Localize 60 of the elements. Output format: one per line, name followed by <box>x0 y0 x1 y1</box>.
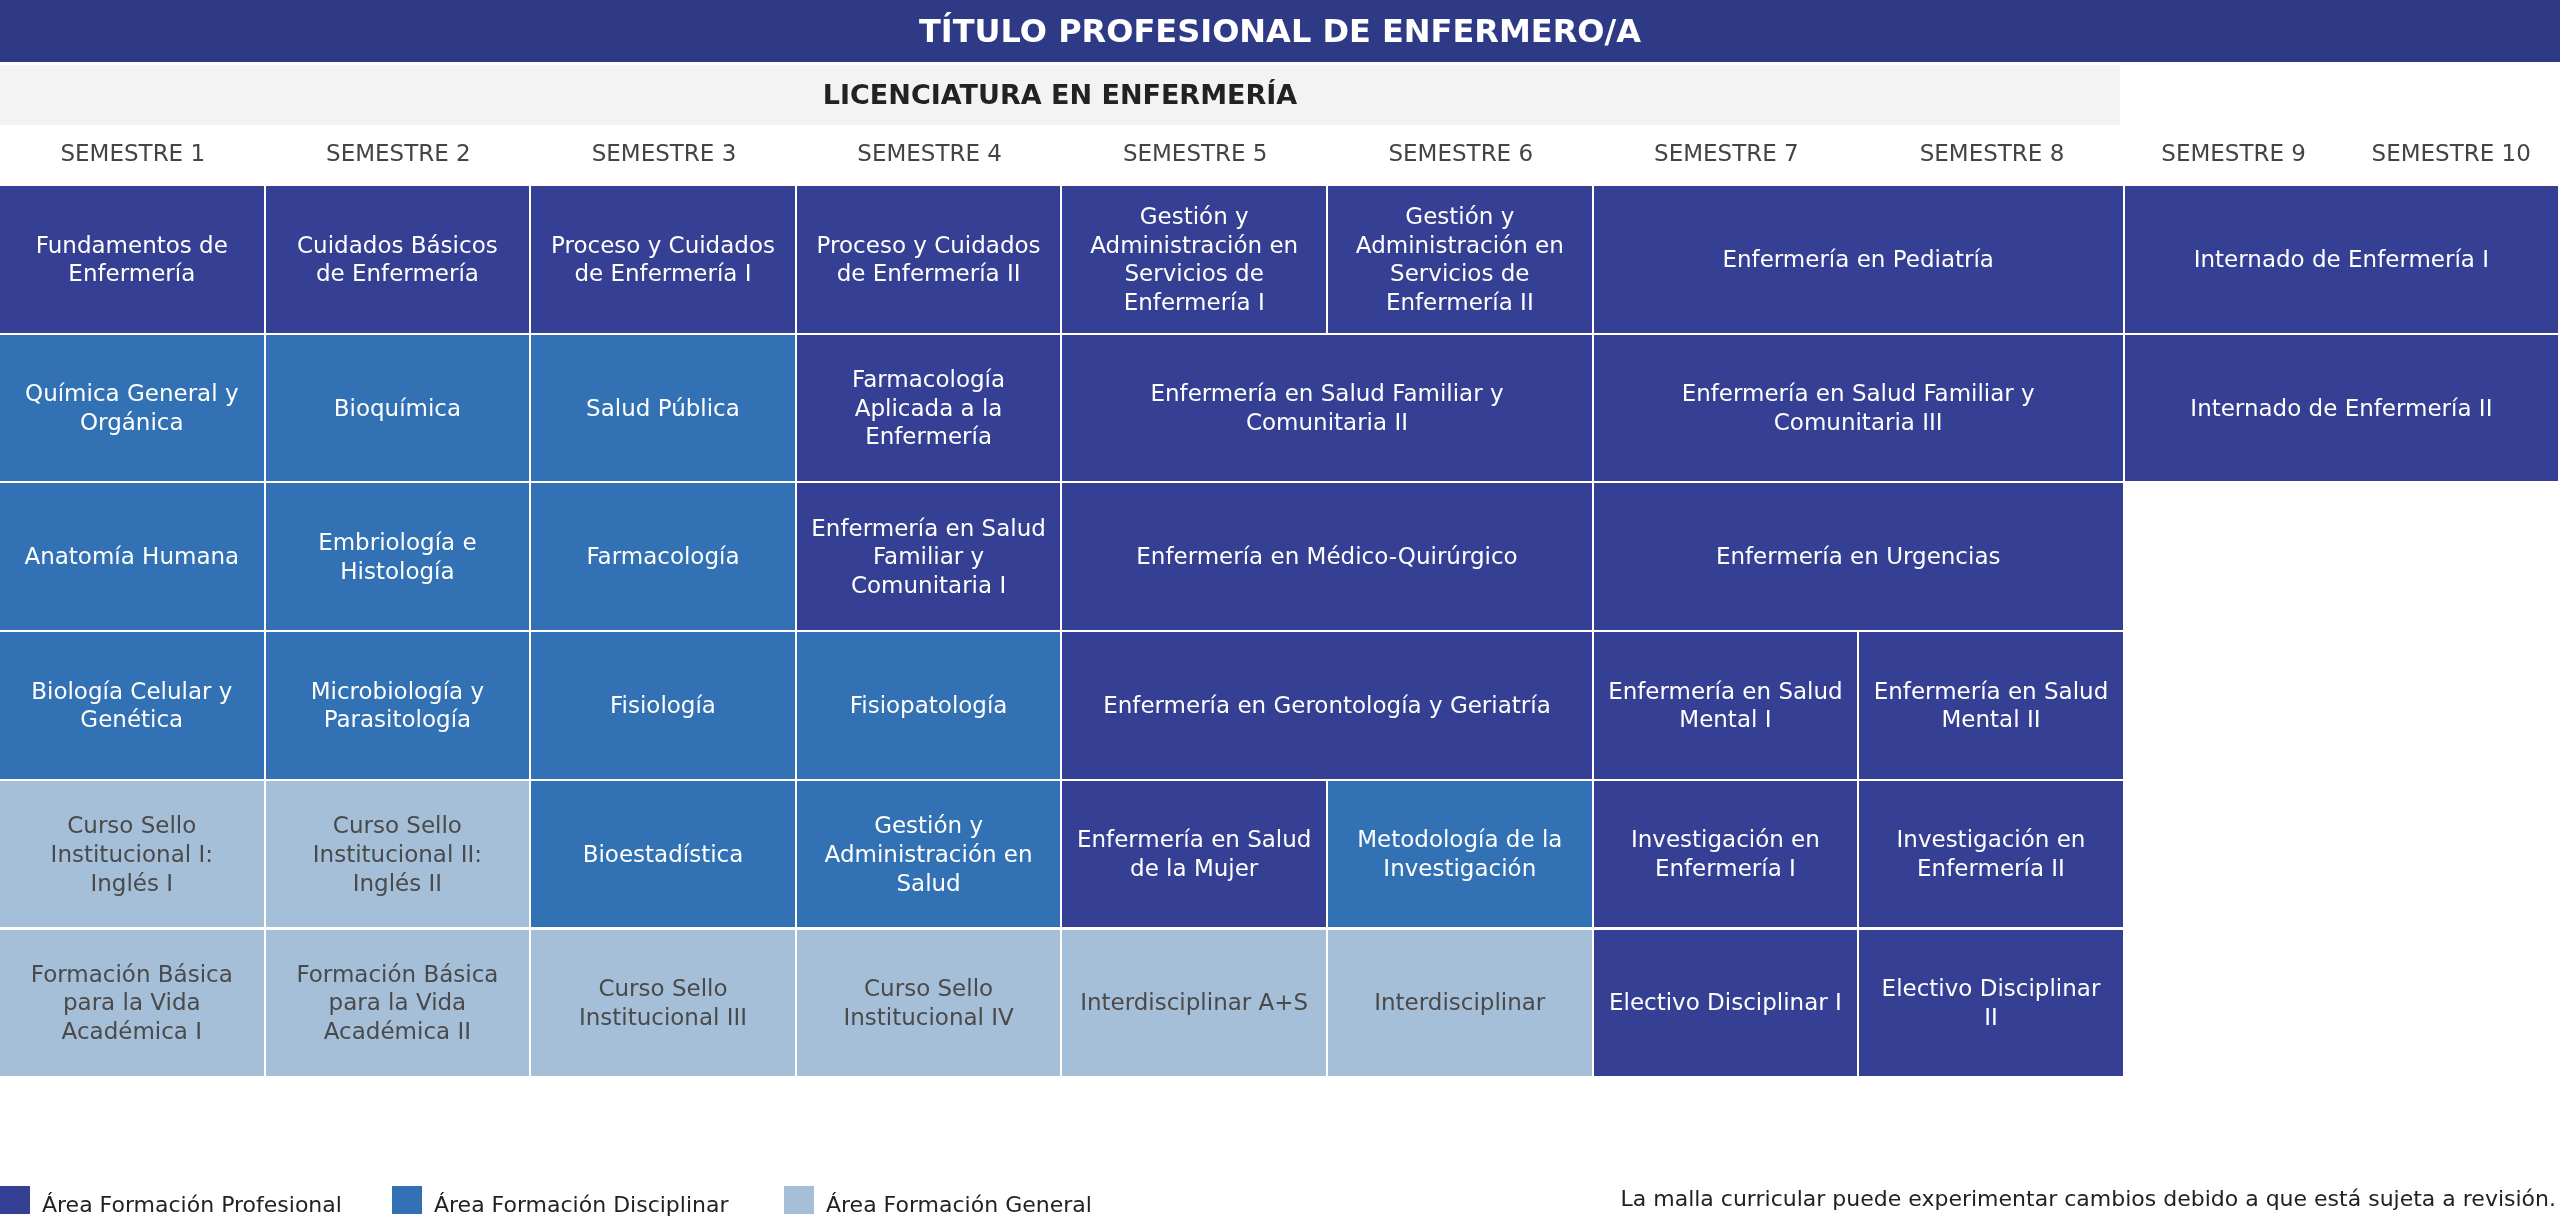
course-cell: Gestión y Administración en Servicios de Enfermería II <box>1328 186 1592 333</box>
course-cell: Farmacología Aplicada a la Enfermería <box>796 334 1061 482</box>
semester-heading: SEMESTRE 7 <box>1653 140 1800 166</box>
title-banner: TÍTULO PROFESIONAL DE ENFERMERO/A <box>0 0 2560 62</box>
legend-label: Área Formación Disciplinar <box>434 1192 729 1217</box>
course-cell: Interdisciplinar A+S <box>1062 929 1326 1077</box>
course-cell: Electivo Disciplinar II <box>1859 929 2123 1077</box>
course-cell: Salud Pública <box>531 334 795 482</box>
degree-banner: LICENCIATURA EN ENFERMERÍA <box>0 65 2120 125</box>
semester-heading: SEMESTRE 10 <box>2370 140 2532 166</box>
course-cell: Enfermería en Salud Familiar y Comunitaria I <box>796 483 1061 631</box>
course-cell: Enfermería en Salud de la Mujer <box>1062 780 1326 928</box>
course-cell: Enfermería en Médico-Quirúrgico <box>1062 483 1592 631</box>
semester-heading: SEMESTRE 2 <box>325 140 472 166</box>
course-cell: Internado de Enfermería I <box>2124 186 2558 333</box>
course-cell: Enfermería en Urgencias <box>1593 483 2123 631</box>
course-cell: Enfermería en Salud Familiar y Comunitaria III <box>1593 334 2123 482</box>
course-cell: Formación Básica para la Vida Académica II <box>265 929 530 1077</box>
semester-heading: SEMESTRE 4 <box>856 140 1003 166</box>
course-cell: Bioquímica <box>265 334 530 482</box>
legend-label: Área Formación General <box>826 1192 1092 1217</box>
course-cell: Enfermería en Salud Mental I <box>1593 632 1858 779</box>
course-cell: Formación Básica para la Vida Académica I <box>0 929 264 1077</box>
course-cell: Fundamentos de Enfermería <box>0 186 264 333</box>
course-cell: Química General y Orgánica <box>0 334 264 482</box>
course-cell: Gestión y Administración en Servicios de Enfermería I <box>1062 186 1326 333</box>
course-cell: Cuidados Básicos de Enfermería <box>265 186 530 333</box>
course-cell: Enfermería en Pediatría <box>1593 186 2123 333</box>
course-cell: Farmacología <box>531 483 795 631</box>
course-cell: Microbiología y Parasitología <box>265 632 530 779</box>
course-cell: Gestión y Administración en Salud <box>796 780 1061 928</box>
course-cell: Fisiología <box>531 632 795 779</box>
course-cell: Curso Sello Institucional III <box>531 929 795 1077</box>
semester-heading: SEMESTRE 3 <box>590 140 738 166</box>
course-cell: Curso Sello Institucional I: Inglés I <box>0 780 264 928</box>
semester-heading: SEMESTRE 1 <box>59 140 207 166</box>
course-cell: Curso Sello Institucional IV <box>796 929 1061 1077</box>
course-cell: Enfermería en Salud Mental II <box>1859 632 2123 779</box>
semester-heading: SEMESTRE 8 <box>1918 140 2066 166</box>
course-cell: Investigación en Enfermería I <box>1593 780 1858 928</box>
course-cell: Enfermería en Gerontología y Geriatría <box>1062 632 1592 779</box>
course-cell: Bioestadística <box>531 780 795 928</box>
course-cell: Curso Sello Institucional II: Inglés II <box>265 780 530 928</box>
course-cell: Proceso y Cuidados de Enfermería II <box>796 186 1061 333</box>
course-cell: Electivo Disciplinar I <box>1593 929 1858 1077</box>
course-cell: Investigación en Enfermería II <box>1859 780 2123 928</box>
course-cell: Metodología de la Investigación <box>1328 780 1592 928</box>
course-cell: Proceso y Cuidados de Enfermería I <box>531 186 795 333</box>
course-cell: Fisiopatología <box>796 632 1061 779</box>
semester-heading: SEMESTRE 5 <box>1121 140 1269 166</box>
semester-heading: SEMESTRE 6 <box>1387 140 1535 166</box>
course-cell: Biología Celular y Genética <box>0 632 264 779</box>
course-cell: Enfermería en Salud Familiar y Comunitaria II <box>1062 334 1592 482</box>
course-cell: Interdisciplinar <box>1328 929 1592 1077</box>
semester-heading: SEMESTRE 9 <box>2160 140 2307 166</box>
course-cell: Embriología e Histología <box>265 483 530 631</box>
footnote: La malla curricular puede experimentar cambios debido a que está sujeta a revisión. <box>1620 1186 2556 1211</box>
legend-label: Área Formación Profesional <box>42 1192 342 1217</box>
course-cell: Internado de Enfermería II <box>2124 334 2558 482</box>
course-cell: Anatomía Humana <box>0 483 264 631</box>
